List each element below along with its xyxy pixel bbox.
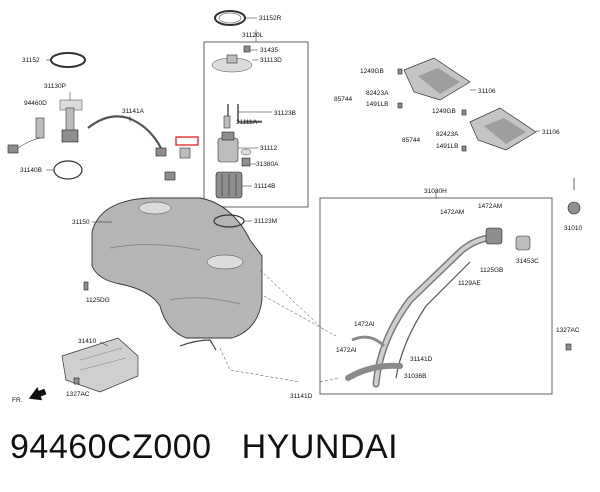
label-31106-1: 31106 xyxy=(478,88,496,95)
label-1327ac-left: 1327AC xyxy=(66,391,90,398)
label-1249gb-2: 1249GB xyxy=(432,108,456,115)
front-direction-label: FR. xyxy=(12,397,23,404)
label-1472ai-2: 1472AI xyxy=(336,347,357,354)
label-1472ai-1: 1472AI xyxy=(354,321,375,328)
label-85744-2: 85744 xyxy=(402,137,420,144)
brand-name: HYUNDAI xyxy=(241,428,399,466)
label-31150: 31150 xyxy=(72,219,90,226)
label-31030h: 31030H xyxy=(424,188,447,195)
label-1327ac-right: 1327AC xyxy=(556,327,580,334)
label-31140b: 31140B xyxy=(20,167,42,174)
label-31152: 31152 xyxy=(22,57,40,64)
label-31141d-mid: 31141D xyxy=(410,356,433,363)
label-31114b: 31114B xyxy=(254,183,275,190)
label-31410: 31410 xyxy=(78,338,96,345)
bolt-1125dg xyxy=(83,281,89,291)
label-31106-2: 31106 xyxy=(542,129,560,136)
protector-31106-lower xyxy=(469,107,537,151)
fuel-cap-31010 xyxy=(567,178,581,215)
label-31453c: 31453C xyxy=(516,258,539,265)
label-1491lb-1: 1491LB xyxy=(366,101,388,108)
hose-1472ai xyxy=(351,335,386,348)
filter-31114b xyxy=(215,171,243,199)
label-31010: 31010 xyxy=(564,225,582,232)
label-1125gb: 1125GB xyxy=(480,267,503,274)
label-85744-1: 85744 xyxy=(334,96,352,103)
filler-neck-31030h xyxy=(372,227,531,388)
part-caption: 94460CZ000 HYUNDAI xyxy=(10,428,398,467)
bolt-1327ac-right xyxy=(565,343,572,351)
sensor-94460d xyxy=(7,117,45,154)
sender-unit-31130p xyxy=(59,99,83,143)
label-31152r: 31152R xyxy=(259,15,282,22)
fuel-tank-exploded-diagram: 31152R 31120L 31435 31113D 31152 31130P … xyxy=(7,10,582,404)
label-31123b: 31123B xyxy=(274,110,296,117)
label-31130p: 31130P xyxy=(44,83,66,90)
label-31141a: 31141A xyxy=(122,108,145,115)
label-31112: 31112 xyxy=(260,145,277,152)
label-1472am-2: 1472AM xyxy=(478,203,502,210)
label-82423a-1: 82423A xyxy=(366,90,389,97)
gasket-31140b xyxy=(53,160,83,180)
lock-ring-31152r xyxy=(214,10,246,26)
label-31111a: 31111A xyxy=(236,119,258,126)
sender-31380a xyxy=(241,157,251,167)
heat-shield-31410 xyxy=(61,337,139,393)
vent-line-31141a xyxy=(87,115,176,181)
label-31141d-bottom: 31141D xyxy=(290,393,313,400)
highlighted-part xyxy=(179,147,191,159)
pump-pipe-31111a xyxy=(223,104,262,129)
fuel-pump-31112 xyxy=(217,131,252,163)
front-arrow-icon xyxy=(28,387,47,401)
label-82423a-2: 82423A xyxy=(436,131,459,138)
highlighted-part-box xyxy=(175,136,199,146)
label-31036b: 31036B xyxy=(404,373,426,380)
label-1129ae: 1129AE xyxy=(458,280,481,287)
bolt-1327ac-left xyxy=(73,377,80,385)
protector-31106-upper xyxy=(403,57,471,101)
label-1491lb-2: 1491LB xyxy=(436,143,458,150)
label-31113d: 31113D xyxy=(260,57,282,64)
label-31380a: 31380A xyxy=(256,161,279,168)
fasteners-upper xyxy=(397,68,467,152)
vent-hose-31036b xyxy=(345,362,403,381)
label-1125dg: 1125DG xyxy=(86,297,110,304)
label-1472am-1: 1472AM xyxy=(440,209,464,216)
label-31435: 31435 xyxy=(260,47,278,54)
pump-flange-31113d xyxy=(211,45,253,73)
label-31120l: 31120L xyxy=(242,32,264,39)
label-94460d: 94460D xyxy=(24,100,47,107)
part-number: 94460CZ000 xyxy=(10,428,212,466)
fuel-tank-31150 xyxy=(91,197,263,339)
label-1249gb-1: 1249GB xyxy=(360,68,384,75)
lock-ring-31152 xyxy=(50,52,86,68)
label-31123m: 31123M xyxy=(254,218,277,225)
